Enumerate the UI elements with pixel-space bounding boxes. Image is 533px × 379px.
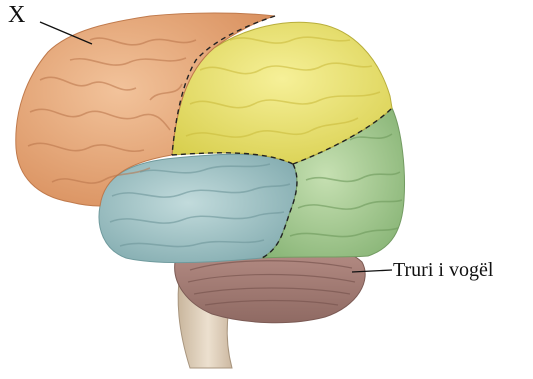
label-x: X: [8, 2, 25, 29]
label-cerebellum: Truri i vogël: [393, 259, 493, 282]
temporal-lobe: [99, 154, 297, 262]
